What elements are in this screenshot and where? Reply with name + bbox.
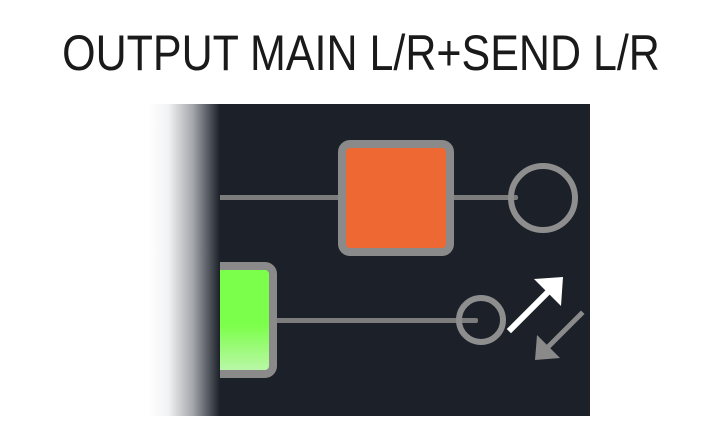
top-output-wire	[448, 195, 518, 200]
left-edge-fade	[148, 104, 220, 416]
arrow-up-right-icon	[506, 277, 563, 334]
bottom-output-wire	[268, 318, 478, 323]
signal-flow-panel	[148, 104, 590, 416]
arrow-down-left-icon	[535, 310, 585, 360]
page-title: OUTPUT MAIN L/R+SEND L/R	[62, 25, 660, 81]
send-ring-icon[interactable]	[456, 295, 506, 345]
send-return-arrows	[506, 277, 585, 360]
top-effect-block[interactable]	[338, 140, 454, 256]
output-ring-icon[interactable]	[508, 163, 578, 233]
top-input-wire	[148, 195, 348, 200]
